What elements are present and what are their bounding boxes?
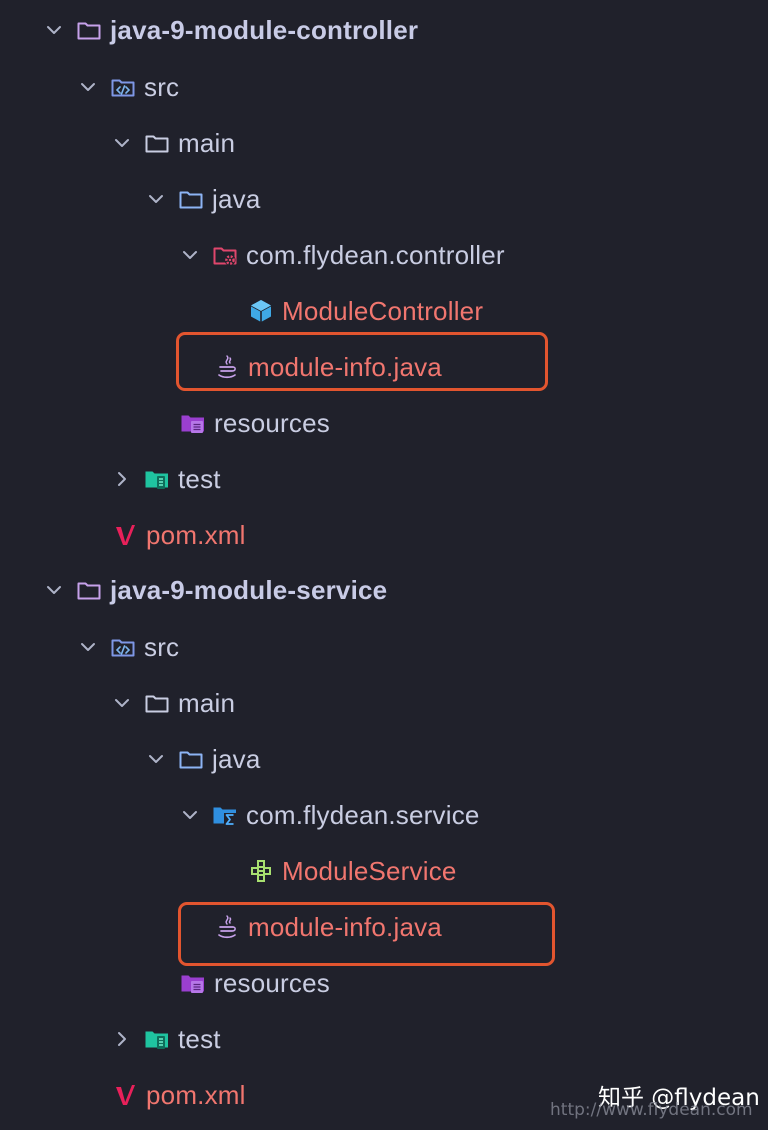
- package-label: com.flydean.service: [246, 799, 480, 830]
- folder-label: resources: [214, 407, 330, 438]
- tree-row-resources[interactable]: resources: [0, 395, 768, 451]
- folder-icon: [178, 746, 204, 772]
- maven-icon: [112, 1082, 138, 1108]
- chevron-down-icon[interactable]: [112, 133, 132, 153]
- folder-label: java: [212, 183, 261, 214]
- source-folder-icon: [110, 634, 136, 660]
- project-name: java-9-module-service: [110, 574, 388, 605]
- chevron-down-icon[interactable]: [180, 245, 200, 265]
- tree-row-class-service[interactable]: ModuleService: [0, 843, 768, 899]
- folder-icon: [144, 690, 170, 716]
- package-sigma-icon: [212, 802, 238, 828]
- tree-row-src[interactable]: src: [0, 619, 768, 675]
- service-blocks-icon: [248, 858, 274, 884]
- chevron-down-icon[interactable]: [146, 749, 166, 769]
- highlight-box: [178, 902, 555, 966]
- package-label: com.flydean.controller: [246, 239, 505, 270]
- folder-icon: [178, 186, 204, 212]
- tree-row-java[interactable]: java: [0, 731, 768, 787]
- file-label: module-info.java: [248, 911, 442, 942]
- java-file-icon: [214, 914, 240, 940]
- tree-row-package-service[interactable]: com.flydean.service: [0, 787, 768, 843]
- tree-row-project-controller[interactable]: java-9-module-controller: [0, 2, 768, 58]
- class-cube-icon: [248, 298, 274, 324]
- folder-label: main: [178, 127, 236, 158]
- tree-row-src[interactable]: src: [0, 59, 768, 115]
- project-name: java-9-module-controller: [110, 14, 419, 45]
- resources-folder-icon: [180, 970, 206, 996]
- source-folder-icon: [110, 74, 136, 100]
- folder-icon: [144, 130, 170, 156]
- chevron-down-icon[interactable]: [78, 77, 98, 97]
- package-gear-icon: [212, 242, 238, 268]
- folder-icon: [76, 17, 102, 43]
- watermark-url: http://www.flydean.com: [550, 1100, 753, 1120]
- chevron-right-icon[interactable]: [112, 469, 132, 489]
- file-label: pom.xml: [146, 519, 246, 550]
- tree-row-class-controller[interactable]: ModuleController: [0, 283, 768, 339]
- tree-row-package-controller[interactable]: com.flydean.controller: [0, 227, 768, 283]
- tree-row-test[interactable]: test: [0, 1011, 768, 1067]
- folder-label: src: [144, 71, 180, 102]
- resources-folder-icon: [180, 410, 206, 436]
- chevron-down-icon[interactable]: [78, 637, 98, 657]
- chevron-down-icon[interactable]: [180, 805, 200, 825]
- tree-row-test[interactable]: test: [0, 451, 768, 507]
- chevron-down-icon[interactable]: [146, 189, 166, 209]
- tree-row-module-info[interactable]: module-info.java: [0, 339, 768, 395]
- tree-row-project-service[interactable]: java-9-module-service: [0, 562, 768, 618]
- java-file-icon: [214, 354, 240, 380]
- chevron-down-icon[interactable]: [44, 20, 64, 40]
- tree-row-main[interactable]: main: [0, 675, 768, 731]
- folder-label: src: [144, 631, 180, 662]
- folder-label: resources: [214, 967, 330, 998]
- chevron-down-icon[interactable]: [44, 580, 64, 600]
- chevron-right-icon[interactable]: [112, 1029, 132, 1049]
- highlight-box: [176, 332, 548, 391]
- tree-row-module-info[interactable]: module-info.java: [0, 899, 768, 955]
- file-label: module-info.java: [248, 351, 442, 382]
- file-label: ModuleService: [282, 855, 457, 886]
- file-label: pom.xml: [146, 1079, 246, 1110]
- folder-label: java: [212, 743, 261, 774]
- test-folder-icon: [144, 466, 170, 492]
- test-folder-icon: [144, 1026, 170, 1052]
- tree-row-java[interactable]: java: [0, 171, 768, 227]
- tree-row-pom[interactable]: pom.xml: [0, 1067, 768, 1123]
- folder-icon: [76, 577, 102, 603]
- tree-row-pom[interactable]: pom.xml: [0, 507, 768, 563]
- file-label: ModuleController: [282, 295, 484, 326]
- folder-label: test: [178, 463, 221, 494]
- chevron-down-icon[interactable]: [112, 693, 132, 713]
- folder-label: test: [178, 1023, 221, 1054]
- maven-icon: [112, 522, 138, 548]
- watermark-author: 知乎 @flydean: [598, 1085, 760, 1111]
- tree-row-main[interactable]: main: [0, 115, 768, 171]
- tree-row-resources[interactable]: resources: [0, 955, 768, 1011]
- folder-label: main: [178, 687, 236, 718]
